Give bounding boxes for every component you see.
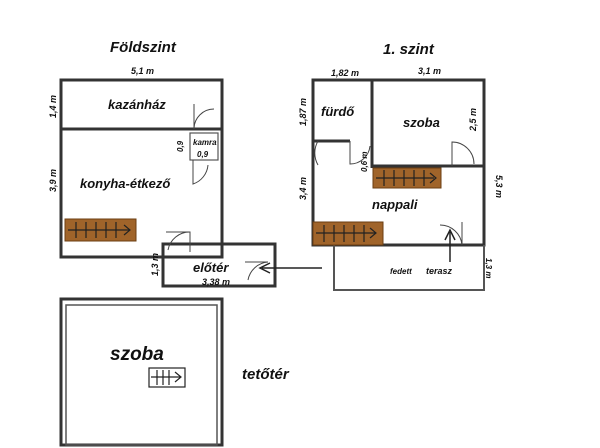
dim-konyha-height: 3,9 m [48,169,58,192]
dim-szoba-width: 3,1 m [418,66,441,76]
dim-ground-width: 5,1 m [131,66,154,76]
kitchen-door [192,160,209,185]
first-floor-plan: 1,82 m 3,1 m 1,87 m fürdő szoba 2,5 m 0,… [298,66,504,291]
title-first-floor: 1. szint [383,41,435,58]
attic-outer-wall [59,297,224,447]
dim-terasz-height: 1,3 m [484,258,493,278]
room-nappali: nappali [372,197,418,212]
kazanhaz-door [193,104,215,130]
room-kamra: kamra [193,138,217,147]
szoba-door [451,141,475,166]
dim-kamra-width: 0,9 [197,150,209,159]
dim-eloter-width: 3,38 m [202,277,230,287]
ground-outer-wall [59,78,224,259]
attic-inner-wall [65,304,218,446]
room-konyha: konyha-étkező [80,176,171,191]
furdo-door [349,141,371,165]
room-szoba-attic: szoba [110,344,164,365]
hall-door-arc [314,140,319,166]
dim-furdo-height: 1,87 m [298,98,308,126]
dim-kamra-height: 0,9 [176,140,185,152]
first-lower-stair-rungs [316,225,377,242]
first-upper-stair-rungs [376,170,437,186]
dim-first-height: 5,3 m [494,175,504,198]
dim-furdo-width: 1,82 m [331,68,359,78]
title-ground-floor: Földszint [110,39,177,56]
terasz-door [439,222,463,246]
dim-eloter-height: 1,3 m [150,253,160,276]
room-terasz: terasz [426,266,453,276]
terrace-arrow [444,228,456,262]
room-kazanhaz: kazánház [108,97,166,112]
dim-door-gap: 0,6 m [360,152,369,172]
room-furdo: fürdő [321,104,355,119]
ground-stair-rungs [68,222,131,238]
attic-plan: szoba tetőtér [59,297,290,447]
dim-nappali-height: 3,4 m [298,177,308,200]
terasz-outline [333,245,485,291]
kamra-box [189,132,219,161]
label-fedett: fedett [390,267,412,276]
attic-stair-rungs [151,370,182,385]
room-eloter: előtér [193,260,229,275]
connection-arrow [258,262,322,274]
eloter-door-arc [167,231,191,251]
title-attic: tetőtér [242,366,290,383]
first-outer-wall [311,78,486,247]
room-szoba-first: szoba [403,115,440,130]
dim-szoba-height: 2,5 m [468,108,478,132]
dim-kazanhaz-height: 1,4 m [48,95,58,118]
ground-floor-plan: 5,1 m 1,4 m kazánház kamra 0,9 0,9 3,9 m… [48,66,277,288]
entrance-door [245,261,269,281]
eloter-wall [161,242,277,288]
